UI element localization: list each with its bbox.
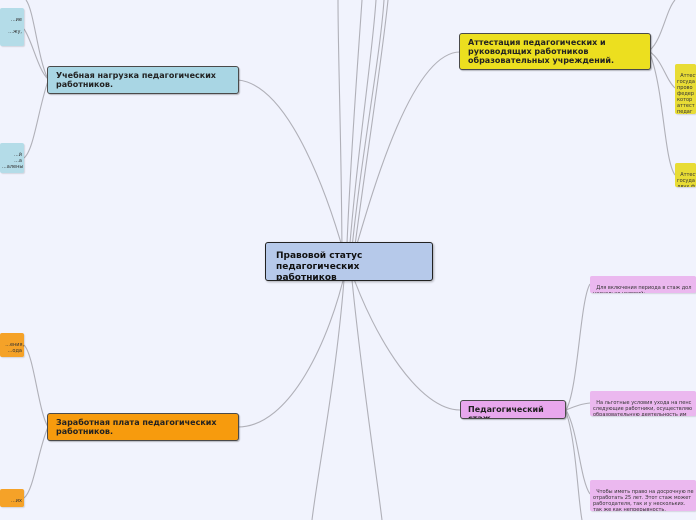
link-workload-leaf-1 [23,28,49,80]
link-salary [237,267,347,428]
leaf-salary-2-text: ...их [11,498,22,504]
link-offscreen-5 [351,0,389,269]
link-experience-leaf-3 [565,409,591,495]
leaf-attestation-1-text: Аттест госуда прово федер котор аттест п… [677,73,696,114]
link-offscreen-6 [311,279,345,520]
link-salary-leaf-2 [23,426,49,499]
leaf-experience-1[interactable]: Для включения периода в стаж дол несколь… [590,276,696,293]
central-topic[interactable]: Правовой статус педагогических работнико… [265,242,433,281]
link-experience-leaf-4 [565,411,583,520]
link-experience-leaf-1 [565,283,591,411]
branch-attestation-label: Аттестация педагогических и руководящих … [468,38,614,65]
link-offscreen-7 [351,279,383,520]
link-workload-leaf-3 [25,0,49,80]
branch-workload[interactable]: Учебная нагрузка педагогических работник… [47,66,239,94]
leaf-experience-2[interactable]: На льготные условия ухода на пенс следую… [590,391,696,416]
central-topic-label: Правовой статус педагогических работнико… [276,251,363,281]
leaf-workload-2-text: ...й ...а ...алены [2,152,24,170]
leaf-attestation-2[interactable]: Аттест госуда двух ф [675,163,696,187]
link-attestation-leaf-1 [649,51,676,89]
branch-workload-label: Учебная нагрузка педагогических работник… [56,71,216,89]
link-offscreen-3 [347,0,377,269]
leaf-attestation-1[interactable]: Аттест госуда прово федер котор аттест п… [675,64,696,114]
link-attestation-leaf-2 [649,53,676,176]
branch-attestation[interactable]: Аттестация педагогических и руководящих … [459,33,651,70]
leaf-experience-2-text: На льготные условия ухода на пенс следую… [593,400,693,416]
branch-experience-label: Педагогический стаж. [468,405,544,419]
branch-salary-label: Заработная плата педагогических работник… [56,418,217,436]
link-salary-leaf-1 [23,344,49,428]
leaf-attestation-2-text: Аттест госуда двух ф [677,172,696,187]
link-experience-leaf-2 [565,402,591,411]
link-workload [237,79,349,269]
leaf-experience-1-text: Для включения периода в стаж дол несколь… [593,285,692,293]
leaf-salary-1-text: ...ения, ...ода [5,342,24,354]
link-offscreen-2 [345,0,363,269]
branch-experience[interactable]: Педагогический стаж. [460,400,566,419]
link-offscreen-1 [337,0,343,269]
link-experience [349,267,461,411]
link-workload-leaf-2 [23,80,49,159]
leaf-experience-3[interactable]: Чтобы иметь право на досрочную пе отрабо… [590,480,696,511]
leaf-workload-2[interactable]: ...й ...а ...алены [0,143,24,173]
leaf-workload-1[interactable]: ...ие ...жу, [0,8,24,46]
leaf-experience-3-text: Чтобы иметь право на досрочную пе отрабо… [593,489,694,511]
link-offscreen-4 [349,0,385,269]
link-attestation [349,51,461,269]
leaf-salary-1[interactable]: ...ения, ...ода [0,333,24,357]
branch-salary[interactable]: Заработная плата педагогических работник… [47,413,239,441]
leaf-salary-2[interactable]: ...их [0,489,24,507]
leaf-workload-1-text: ...ие ...жу, [8,17,22,35]
link-attestation-leaf-3 [649,0,676,51]
